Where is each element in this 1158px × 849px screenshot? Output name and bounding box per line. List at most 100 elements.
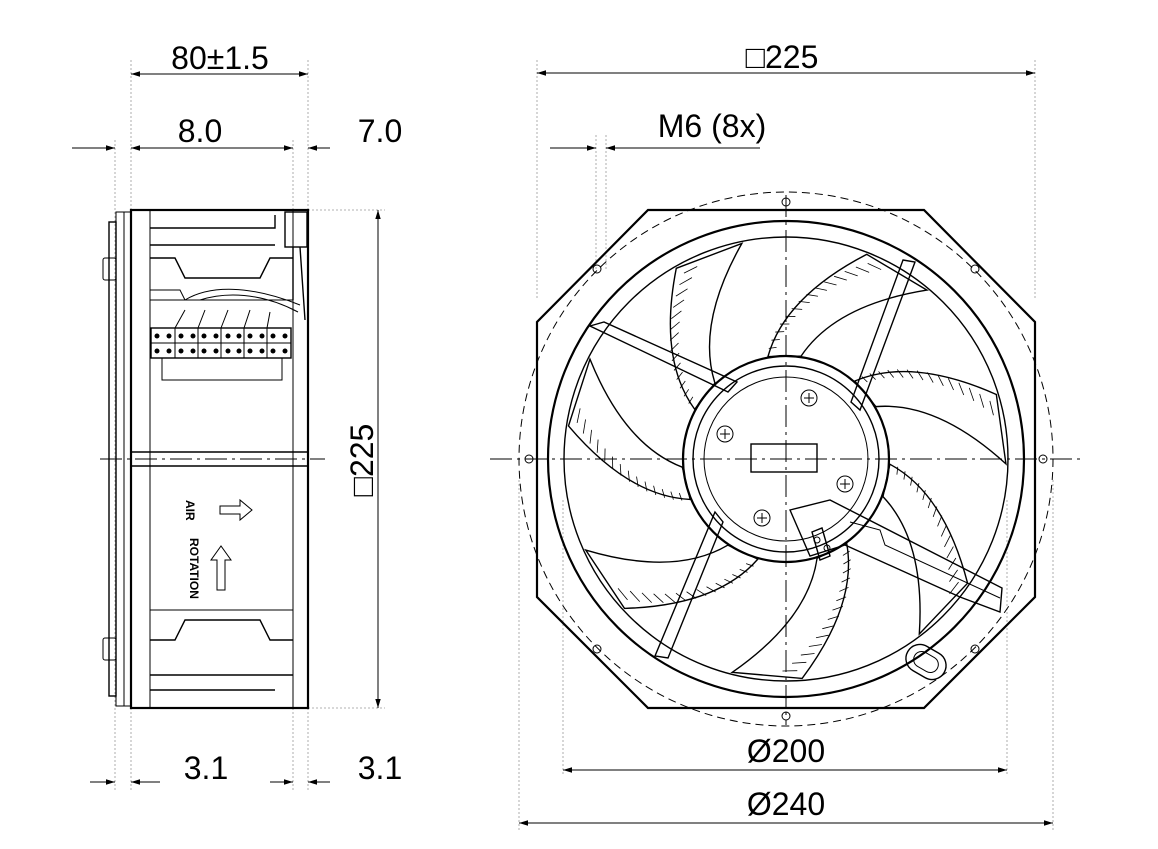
- blade-hatch-line: [937, 515, 943, 527]
- blade-hatch-line: [927, 372, 934, 383]
- flange-screw-bottom: [102, 637, 117, 661]
- blade-hatch-line: [937, 374, 944, 387]
- mounting-hole-icon: [970, 644, 980, 654]
- blade-hatch-line: [644, 481, 648, 492]
- side-view: AIR ROTATION 80±1.5 8.0 7.0 □225 3.1 3.1: [72, 40, 402, 790]
- blade-hatch-line: [903, 471, 906, 480]
- blade-hatch-line: [596, 439, 599, 453]
- blade-hatch-line: [839, 587, 849, 592]
- fan-blade: [767, 253, 929, 358]
- blade-hatch-line: [683, 266, 698, 274]
- blade-hatch-line: [715, 582, 725, 589]
- blade-hatch-line: [629, 590, 641, 602]
- left-offset-dimension-label: 8.0: [178, 113, 222, 149]
- hub-label-plate: [750, 443, 818, 473]
- airflow-arrow-icon: [219, 498, 253, 522]
- blade-hatch-line: [641, 592, 652, 603]
- blade-hatch-line: [824, 281, 837, 286]
- fan-blade: [584, 544, 759, 610]
- blade-hatch-line: [791, 308, 803, 310]
- blade-hatch-line: [949, 569, 958, 582]
- side-housing: [129, 208, 310, 710]
- blade-hatch-line: [686, 591, 697, 599]
- blade-hatch-line: [948, 557, 957, 570]
- blade-hatch-line: [842, 550, 850, 556]
- blade-hatch-line: [867, 262, 882, 270]
- blade-hatch-line: [669, 332, 679, 341]
- blade-hatch-line: [627, 470, 630, 482]
- mounting-hole-icon: [592, 644, 602, 654]
- blade-hatch-line: [808, 644, 822, 647]
- mounting-hole-icon: [781, 711, 791, 721]
- blade-hatch-line: [834, 275, 847, 281]
- fan-blade: [669, 242, 744, 411]
- blade-hatch-line: [844, 270, 858, 277]
- blade-hatch-line: [678, 492, 683, 501]
- blade-hatch-line: [887, 369, 894, 378]
- right-offset-dimension-label: 7.0: [358, 113, 402, 149]
- blade-hatch-line: [878, 371, 885, 379]
- front-housing-outline: [535, 208, 1037, 710]
- hub-screw-icon: [716, 425, 734, 443]
- mounting-hole-icon: [1038, 454, 1048, 464]
- blade-hatch-line: [916, 370, 924, 381]
- blade-hatch-line: [842, 568, 851, 574]
- hub-screw-icon: [800, 389, 818, 407]
- bottom-left-dimension-label: 3.1: [184, 750, 228, 786]
- blade-hatch-line: [949, 581, 959, 595]
- fan-blade: [730, 542, 850, 680]
- blade-hatch-line: [922, 490, 926, 500]
- blade-hatch-line: [768, 347, 777, 349]
- fan-blade: [882, 463, 969, 636]
- blade-hatch-line: [910, 476, 913, 486]
- mount-dimension-label: M6 (8x): [658, 108, 766, 144]
- terminal-block: [150, 309, 292, 381]
- blade-hatch-line: [946, 546, 954, 559]
- blade-hatch-line: [670, 321, 680, 330]
- blade-hatch-line: [861, 376, 868, 383]
- blade-hatch-line: [800, 653, 815, 656]
- blade-hatch-line: [679, 277, 693, 286]
- blade-hatch-line: [815, 634, 829, 639]
- blade-hatch-line: [827, 615, 840, 620]
- mounting-hole-icon: [781, 197, 791, 207]
- blade-hatch-line: [688, 396, 694, 404]
- blade-hatch-line: [792, 661, 807, 664]
- depth-dimension-label: 80±1.5: [171, 40, 269, 76]
- blade-hatch-line: [968, 387, 975, 402]
- blade-hatch-line: [672, 299, 685, 308]
- blade-hatch-line: [732, 574, 741, 579]
- blade-hatch-line: [670, 342, 679, 352]
- blade-hatch-line: [683, 389, 690, 397]
- square-dimension-label: □225: [746, 39, 819, 75]
- fan-blade: [567, 357, 692, 501]
- blade-hatch-line: [670, 491, 674, 500]
- mounting-holes: [524, 197, 1048, 721]
- blade-hatch-line: [675, 592, 686, 601]
- blade-hatch-line: [841, 577, 851, 583]
- fan-blade: [853, 370, 1007, 466]
- blade-hatch-line: [771, 339, 780, 341]
- blade-hatch-line: [932, 506, 938, 518]
- blade-hatch-line: [822, 625, 835, 630]
- blade-hatch-line: [739, 569, 748, 573]
- blade-hatch-line: [653, 593, 664, 604]
- blade-hatch-line: [619, 464, 622, 476]
- blade-hatch-line: [832, 606, 844, 611]
- airflow-label: AIR: [183, 500, 197, 521]
- blade-hatch-line: [679, 380, 686, 389]
- rotation-label: ROTATION: [187, 538, 201, 599]
- blade-hatch-line: [798, 300, 810, 304]
- motor-hub: [681, 354, 891, 564]
- blade-hatch-line: [916, 483, 920, 493]
- blade-hatch-line: [675, 288, 688, 297]
- fan-blades: [567, 242, 1007, 680]
- blade-hatch-line: [671, 310, 682, 319]
- blade-hatch-line: [927, 497, 932, 509]
- blade-hatch-line: [944, 535, 951, 548]
- cable-channel: [789, 499, 1003, 681]
- blade-hatch-line: [653, 485, 657, 496]
- blade-hatch-line: [989, 400, 994, 416]
- blade-hatch-line: [947, 378, 954, 391]
- blade-hatch-line: [576, 408, 581, 423]
